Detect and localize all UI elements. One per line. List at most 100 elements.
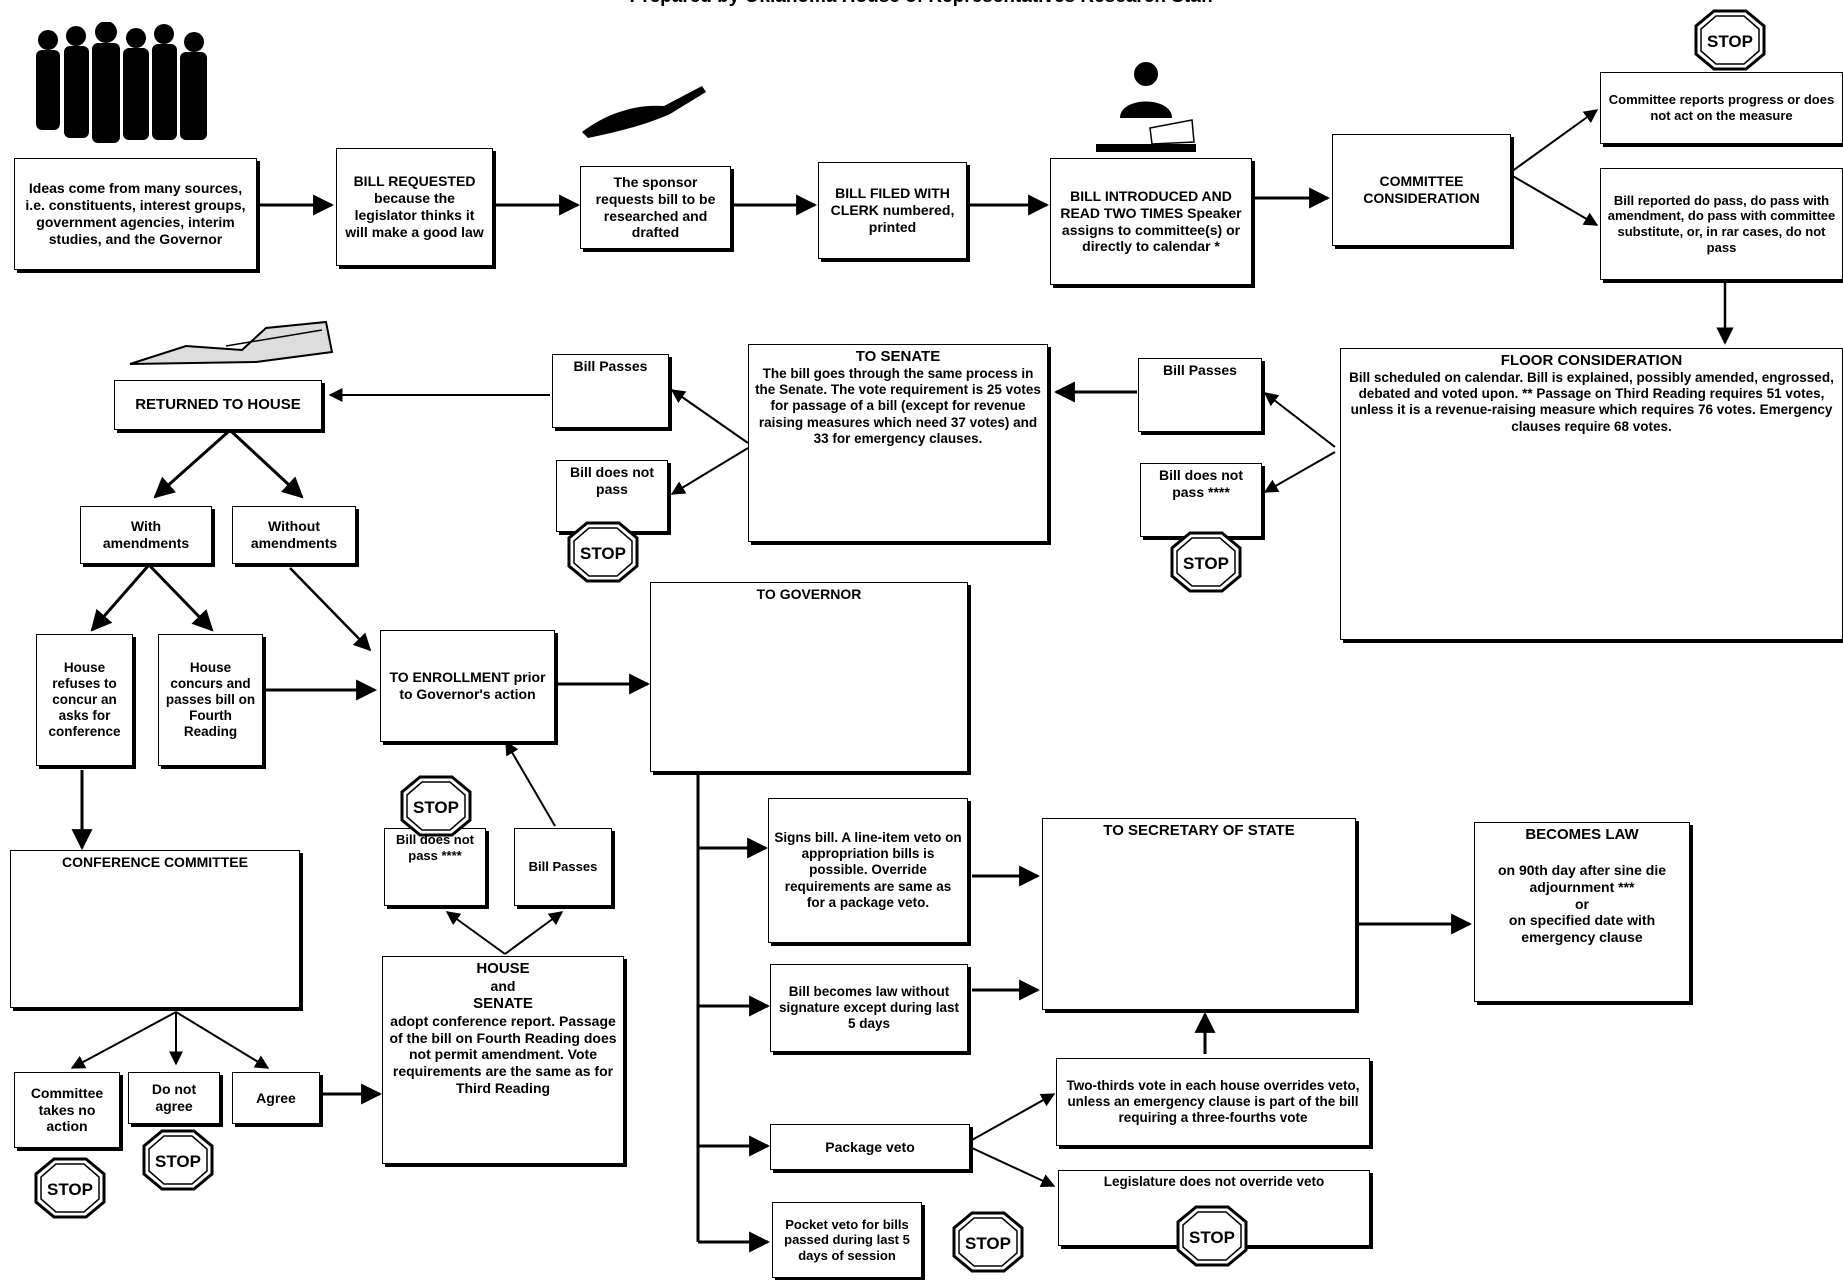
becomes-law-line-2: or — [1575, 895, 1589, 912]
arrow-conf-to-agree — [175, 1011, 270, 1069]
secretary-of-state-box: TO SECRETARY OF STATE — [1042, 818, 1356, 1010]
arrow-floor-to-passes — [1263, 392, 1336, 448]
arrow-committee-to-progress — [1510, 109, 1599, 173]
stop-sign-icon: STOP — [400, 775, 472, 837]
stop-sign-icon: STOP — [1170, 531, 1242, 593]
house-concurs-text: House concurs and passes bill on Fourth … — [165, 659, 256, 740]
bill-reported-text: Bill reported do pass, do pass with amen… — [1607, 192, 1836, 255]
bill-passes-house-box: Bill Passes — [1138, 358, 1262, 432]
arrow-hs-to-passes — [504, 911, 564, 955]
to-senate-title: TO SENATE — [855, 348, 941, 365]
package-veto-box: Package veto — [770, 1124, 970, 1170]
agree-text: Agree — [256, 1089, 296, 1106]
sponsor-text: The sponsor requests bill to be research… — [595, 173, 716, 241]
house-concurs-box: House concurs and passes bill on Fourth … — [158, 634, 263, 766]
signs-bill-text: Signs bill. A line-item veto on appropri… — [774, 830, 962, 910]
becomes-law-box: BECOMES LAW on 90th day after sine die a… — [1474, 822, 1690, 1002]
returned-to-house-box: RETURNED TO HOUSE — [114, 380, 322, 430]
stop-label: STOP — [580, 544, 626, 563]
sponsor-box: The sponsor requests bill to be research… — [580, 166, 731, 249]
arrow-passes-to-enrollment — [505, 740, 556, 827]
bill-reported-box: Bill reported do pass, do pass with amen… — [1600, 168, 1843, 280]
becomes-without-box: Bill becomes law without signature excep… — [770, 964, 968, 1052]
to-governor-box: TO GOVERNOR — [650, 582, 968, 772]
bill-passes-senate-box: Bill Passes — [552, 354, 669, 428]
becomes-without-text: Bill becomes law without signature excep… — [778, 983, 960, 1032]
stop-label: STOP — [155, 1152, 201, 1171]
arrow-senate-to-notpass — [670, 447, 749, 495]
bill-introduced-text: BILL INTRODUCED AND READ TWO TIMES Speak… — [1060, 187, 1242, 255]
floor-consideration-text: Bill scheduled on calendar. Bill is expl… — [1349, 370, 1834, 434]
bill-not-pass-house-text: Bill does not pass **** — [1159, 467, 1243, 500]
bill-filed-text: BILL FILED WITH CLERK numbered, printed — [830, 185, 955, 235]
arrow-package-to-twothirds — [971, 1093, 1056, 1141]
committee-consideration-text: COMMITTEE CONSIDERATION — [1363, 173, 1480, 206]
conf-bill-not-pass-text: Bill does not pass **** — [396, 832, 474, 863]
not-override-text: Legislature does not override veto — [1103, 1174, 1325, 1189]
house-senate-title-3: SENATE — [473, 994, 533, 1012]
stop-label: STOP — [965, 1234, 1011, 1253]
stop-sign-icon: STOP — [952, 1211, 1024, 1273]
speaker-podium-icon — [1096, 62, 1196, 152]
bill-passes-house-text: Bill Passes — [1163, 362, 1237, 378]
ideas-box: Ideas come from many sources, i.e. const… — [14, 158, 257, 270]
house-senate-title-2: and — [490, 978, 516, 994]
arrow-returned-to-with — [153, 430, 229, 499]
floor-consideration-box: FLOOR CONSIDERATION Bill scheduled on ca… — [1340, 348, 1843, 640]
agree-box: Agree — [232, 1072, 320, 1124]
stop-label: STOP — [413, 798, 459, 817]
conference-committee-box: CONFERENCE COMMITTEE — [10, 850, 300, 1008]
do-not-agree-box: Do not agree — [128, 1072, 220, 1124]
conference-committee-text: CONFERENCE COMMITTEE — [62, 854, 248, 870]
arrow-without-to-enrollment — [289, 567, 372, 652]
to-senate-text: The bill goes through the same process i… — [755, 366, 1041, 446]
becomes-law-title: BECOMES LAW — [1525, 826, 1639, 843]
hand-papers-icon — [129, 320, 334, 365]
bill-passes-senate-text: Bill Passes — [573, 358, 648, 374]
without-amendments-text: Without amendments — [250, 518, 338, 551]
house-senate-text: adopt conference report. Passage of the … — [389, 1012, 617, 1096]
conf-bill-not-pass-box: Bill does not pass **** — [384, 828, 486, 906]
to-enrollment-text: TO ENROLLMENT prior to Governor's action — [389, 669, 546, 702]
bill-requested-text: BILL REQUESTED because the legislator th… — [345, 173, 484, 240]
committee-progress-box: Committee reports progress or does not a… — [1600, 72, 1843, 144]
bill-introduced-box: BILL INTRODUCED AND READ TWO TIMES Speak… — [1050, 158, 1252, 285]
bill-requested-box: BILL REQUESTED because the legislator th… — [336, 148, 493, 266]
to-enrollment-box: TO ENROLLMENT prior to Governor's action — [380, 630, 555, 742]
stop-sign-icon: STOP — [142, 1129, 214, 1191]
arrow-package-to-notoverride — [971, 1147, 1056, 1188]
becomes-law-line-3: on specified date with emergency clause — [1508, 912, 1656, 946]
stop-label: STOP — [1707, 32, 1753, 51]
house-refuses-box: House refuses to concur an asks for conf… — [36, 634, 133, 766]
stop-label: STOP — [47, 1180, 93, 1199]
bill-not-pass-senate-text: Bill does not pass — [570, 464, 654, 497]
house-senate-title-1: HOUSE — [476, 960, 530, 977]
stop-label: STOP — [1183, 554, 1229, 573]
arrow-returned-to-without — [230, 430, 304, 499]
with-amendments-box: With amendments — [80, 506, 212, 564]
page-title: Prepared by Oklahoma House of Representa… — [0, 0, 1843, 8]
arrow-with-to-concurs — [148, 564, 214, 632]
do-not-agree-text: Do not agree — [151, 1081, 197, 1114]
ideas-text: Ideas come from many sources, i.e. const… — [25, 180, 246, 247]
two-thirds-text: Two-thirds vote in each house overrides … — [1066, 1077, 1360, 1126]
bill-not-pass-senate-box: Bill does not pass — [556, 460, 668, 532]
arrow-conf-to-noaction — [70, 1011, 177, 1069]
with-amendments-text: With amendments — [102, 518, 190, 551]
committee-no-action-box: Committee takes no action — [14, 1072, 120, 1148]
arrow-with-to-refuses — [90, 565, 150, 632]
floor-consideration-title: FLOOR CONSIDERATION — [1500, 352, 1683, 369]
arrow-hs-to-notpass — [445, 911, 506, 955]
package-veto-text: Package veto — [825, 1138, 915, 1155]
stop-sign-icon: STOP — [567, 521, 639, 583]
house-senate-box: HOUSE and SENATE adopt conference report… — [382, 956, 624, 1164]
arrow-committee-to-reported — [1510, 174, 1599, 226]
stop-sign-icon: STOP — [1176, 1205, 1248, 1267]
bill-not-pass-house-box: Bill does not pass **** — [1140, 463, 1262, 537]
secretary-of-state-text: TO SECRETARY OF STATE — [1103, 822, 1295, 839]
stop-label: STOP — [1189, 1228, 1235, 1247]
stop-sign-icon: STOP — [34, 1157, 106, 1219]
two-thirds-box: Two-thirds vote in each house overrides … — [1056, 1058, 1370, 1146]
becomes-law-line-1: on 90th day after sine die adjournment *… — [1497, 862, 1667, 895]
